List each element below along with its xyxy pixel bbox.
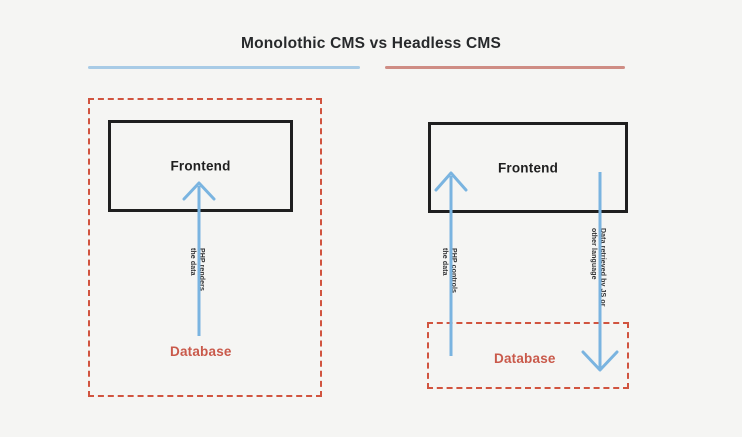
headless-frontend-box: Frontend xyxy=(428,122,628,213)
headless-frontend-label: Frontend xyxy=(497,160,559,175)
monolithic-database-box xyxy=(88,98,322,397)
headless-database-label: Database xyxy=(494,351,556,366)
monolithic-arrow-caption-line-2: the data xyxy=(189,248,197,276)
headless-down-arrow-caption-line-2: other language xyxy=(590,228,598,280)
headless-down-arrow-caption: Data retrieved by JS or other language xyxy=(589,228,607,307)
monolithic-frontend-label: Frontend xyxy=(170,158,231,174)
headless-up-arrow-caption-line-2: the data xyxy=(441,248,449,276)
monolithic-frontend-box: Frontend xyxy=(108,120,293,212)
section-rule-monolithic xyxy=(88,66,360,69)
section-rule-headless xyxy=(385,66,625,69)
monolithic-database-label: Database xyxy=(170,344,232,359)
headless-up-arrow-caption-line-1: PHP controls xyxy=(450,248,457,294)
headless-up-arrow-caption: PHP controls the data xyxy=(440,248,458,294)
monolithic-arrow-caption: PHP renders the data xyxy=(188,248,206,291)
headless-database-box xyxy=(427,322,629,389)
headless-down-arrow-caption-line-1: Data retrieved by JS or xyxy=(599,228,606,307)
page-title: Monolothic CMS vs Headless CMS xyxy=(240,35,502,52)
monolithic-arrow-caption-line-1: PHP renders xyxy=(198,248,205,291)
